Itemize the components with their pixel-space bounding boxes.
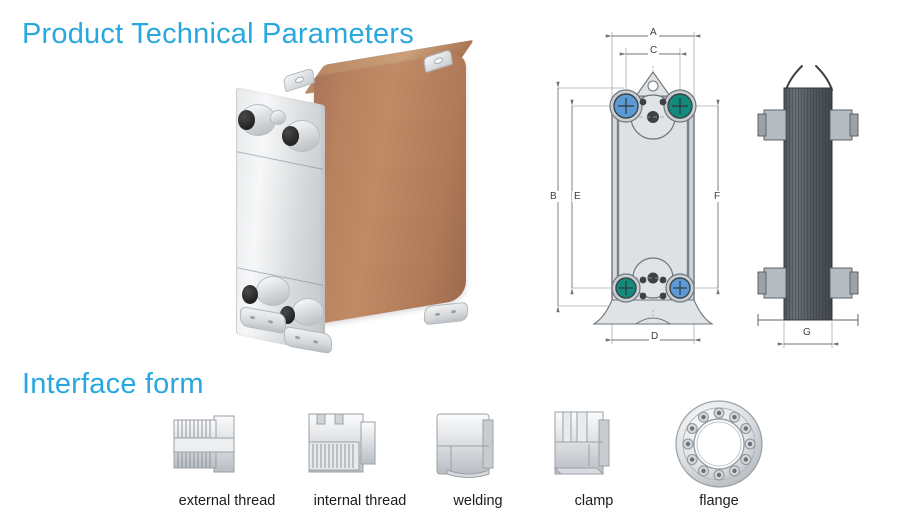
dimension-label-C: C [648, 45, 660, 56]
product-lug-hole [294, 75, 305, 85]
technical-drawing-front-view: A C B E F D [528, 14, 736, 354]
product-foot-bolt-hole [267, 319, 274, 324]
dimension-label-A: A [648, 27, 659, 38]
side-view-svg [757, 65, 859, 348]
product-mounting-foot [423, 301, 469, 326]
page-title-parameters: Product Technical Parameters [22, 18, 414, 50]
interface-item-external-thread[interactable]: external thread [152, 398, 302, 528]
product-lug-hole [433, 56, 444, 66]
product-port-cap-top-left [238, 110, 255, 130]
front-view-port-top-right [663, 89, 697, 123]
product-port-cap-top-right [282, 126, 299, 146]
product-foot-bolt-hole [312, 339, 319, 344]
product-foot-bolt-hole [434, 312, 441, 317]
dimension-label-F: F [712, 191, 723, 202]
interface-item-welding[interactable]: welding [403, 398, 553, 528]
dimension-label-B: B [548, 191, 559, 202]
front-view-port-bottom-left [611, 273, 641, 303]
external-thread-icon [152, 398, 302, 490]
product-copper-body [314, 51, 466, 325]
interface-form-list: external thread [0, 398, 900, 528]
clamp-icon [519, 398, 669, 490]
interface-item-clamp[interactable]: clamp [519, 398, 669, 528]
product-port-cap-bottom-left [242, 285, 258, 304]
dimension-label-D: D [649, 331, 661, 342]
internal-thread-icon [285, 398, 435, 490]
product-foot-bolt-hole [249, 315, 256, 320]
interface-label-clamp: clamp [574, 493, 614, 509]
welding-icon [403, 398, 553, 490]
product-port-nozzle-bottom-right [292, 298, 324, 326]
product-foot-bolt-hole [294, 335, 301, 340]
section-title-interface-form: Interface form [22, 368, 204, 400]
flange-icon [644, 398, 794, 490]
product-mounting-foot [283, 325, 333, 355]
front-view-port-bottom-right [665, 273, 695, 303]
product-photo-heat-exchanger [218, 39, 480, 355]
technical-drawing-side-view: G [740, 52, 890, 352]
dimension-label-E: E [572, 191, 583, 202]
product-sensor-boss-top [270, 110, 286, 125]
product-port-nozzle-bottom-left [256, 276, 290, 306]
interface-label-internal-thread: internal thread [313, 493, 407, 509]
front-view-port-top-left [609, 89, 643, 123]
product-foot-bolt-hole [450, 309, 457, 314]
interface-label-flange: flange [699, 493, 739, 509]
interface-item-internal-thread[interactable]: internal thread [285, 398, 435, 528]
interface-label-welding: welding [453, 493, 503, 509]
front-view-svg [556, 32, 720, 344]
interface-label-external-thread: external thread [178, 493, 276, 509]
dimension-label-G: G [801, 327, 813, 338]
interface-item-flange[interactable]: flange [644, 398, 794, 528]
